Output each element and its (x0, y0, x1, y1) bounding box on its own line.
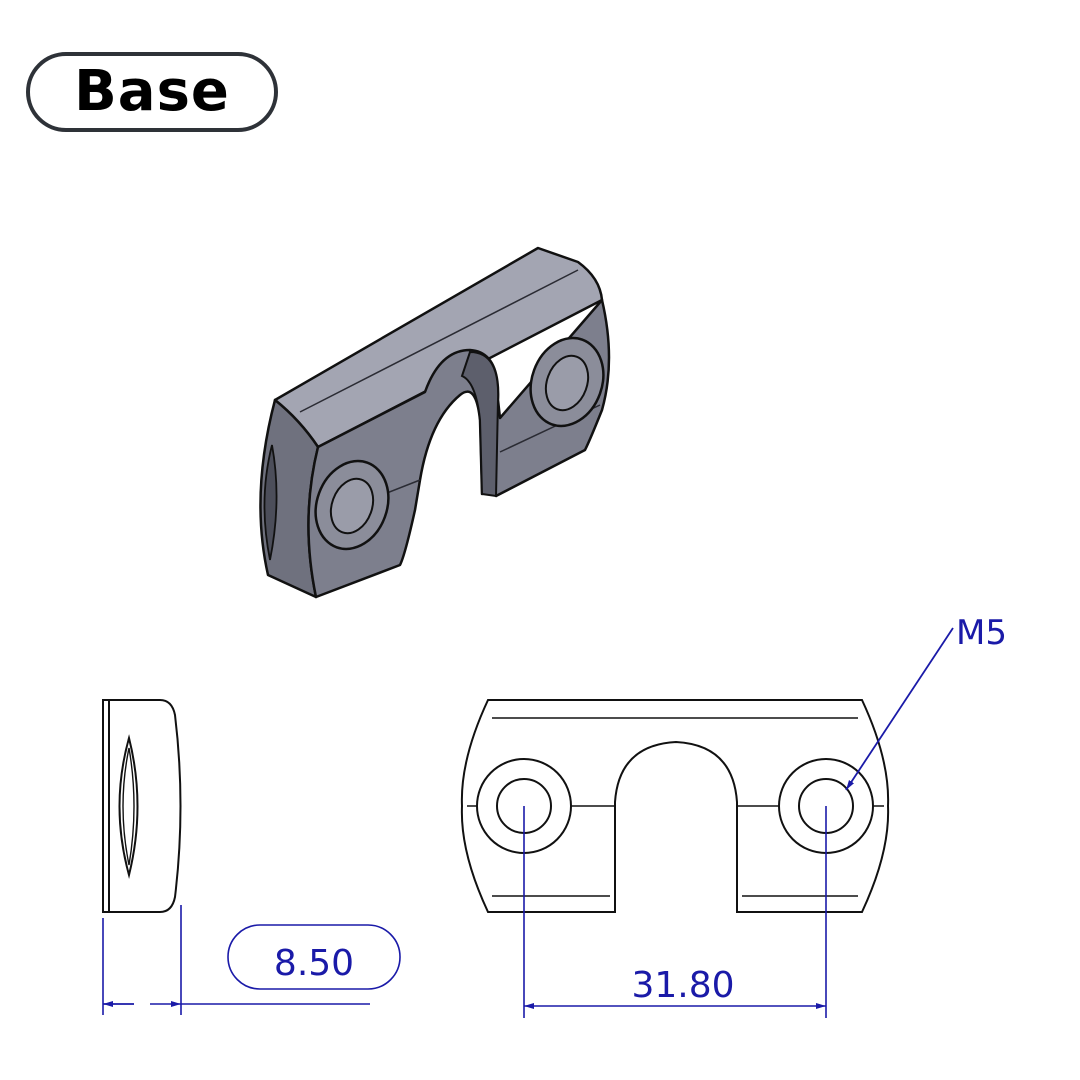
dimension-thickness (102, 905, 401, 1015)
side-view-outline (102, 699, 182, 913)
hole-spacing-label: 31.80 (631, 965, 734, 1006)
front-view-outline (460, 699, 890, 913)
side-view-groove (118, 734, 139, 879)
thickness-label: 8.50 (274, 943, 354, 984)
thickness-label-frame (227, 924, 401, 990)
title-badge: Base (26, 52, 278, 132)
iso-slot-wall (460, 350, 500, 498)
iso-right-hole (544, 354, 590, 412)
thread-leader-arrow (845, 627, 954, 791)
side-view (102, 699, 182, 913)
dimension-thread-callout (845, 627, 954, 791)
isometric-view (259, 246, 611, 599)
iso-fillet-line (299, 269, 579, 413)
front-view-inner-outline (492, 717, 858, 897)
iso-left-groove (263, 444, 278, 561)
front-view (460, 699, 890, 913)
title-text: Base (74, 59, 230, 124)
iso-left-hole (329, 477, 375, 535)
dimension-hole-spacing (523, 806, 827, 1018)
thread-label: M5 (956, 613, 1007, 653)
side-view-groove-inner (122, 747, 135, 866)
